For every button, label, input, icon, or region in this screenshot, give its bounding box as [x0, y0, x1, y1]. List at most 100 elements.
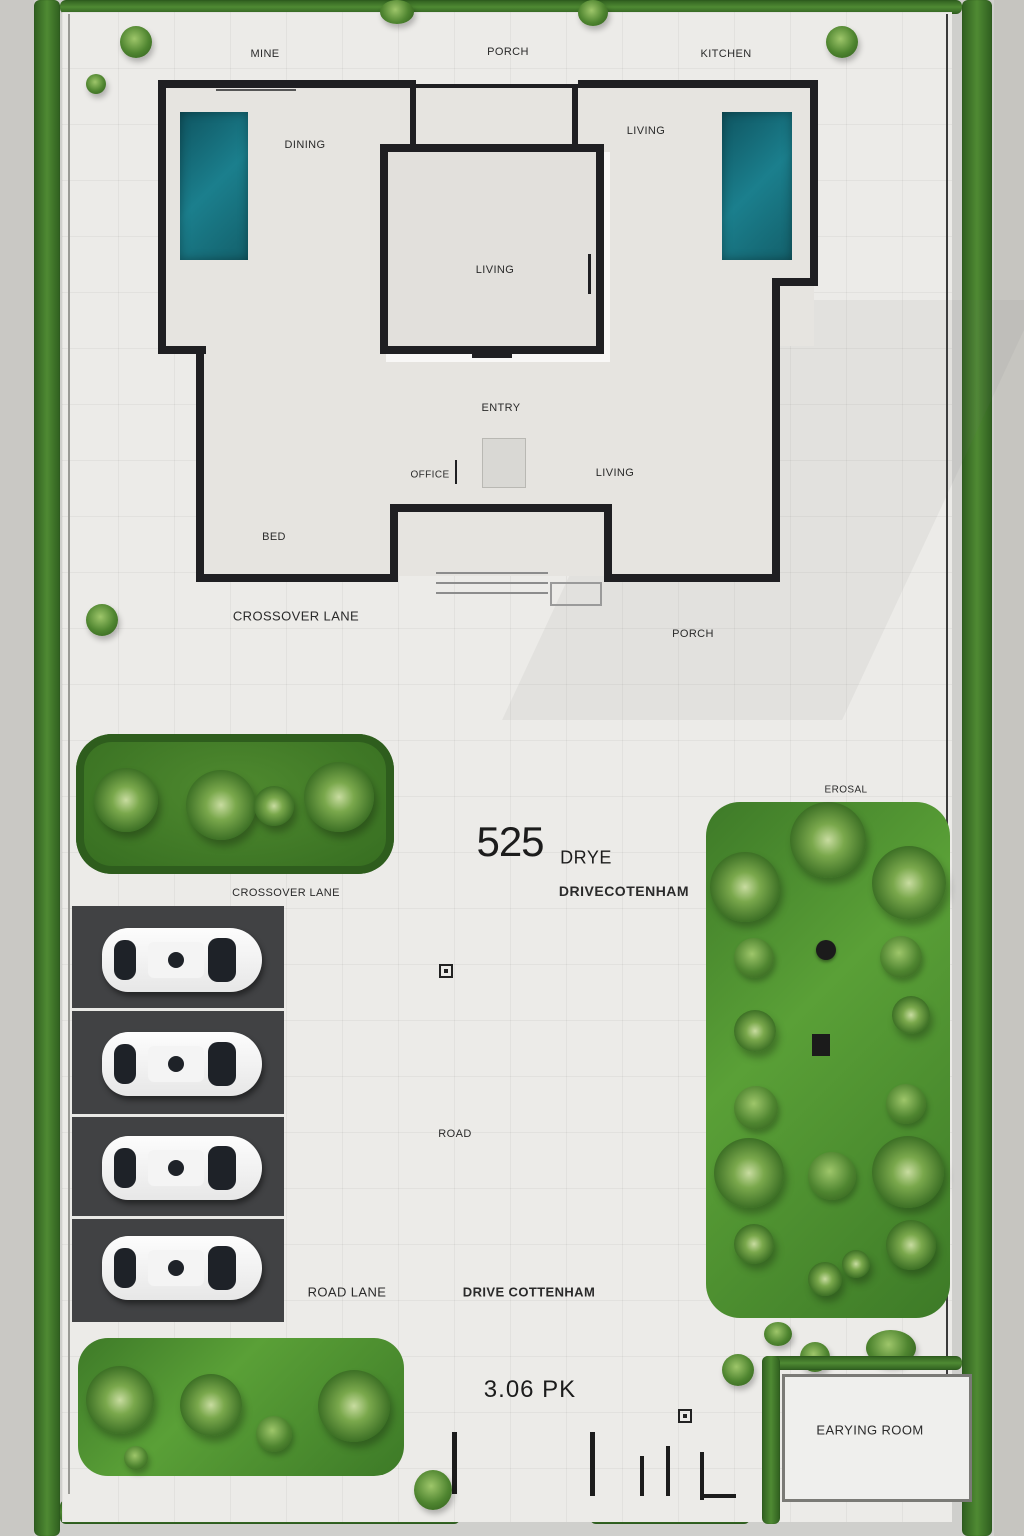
tree [180, 1374, 242, 1436]
hedge-room-top [762, 1356, 962, 1370]
gate-post [700, 1452, 704, 1500]
label-living-core: LIVING [475, 264, 515, 276]
shrub [764, 1322, 792, 1346]
wall [578, 80, 816, 88]
boundary-line-right [946, 14, 948, 1494]
hedge-top [60, 0, 962, 14]
tree [318, 1370, 390, 1442]
entry-step [436, 582, 548, 584]
tree [892, 996, 930, 1034]
wall [572, 84, 578, 146]
shrub [578, 0, 608, 26]
wall [196, 346, 204, 582]
shrub [734, 938, 774, 978]
bay-line [72, 1008, 284, 1011]
tree [872, 846, 946, 920]
tree [734, 1010, 776, 1052]
shrub [86, 604, 118, 636]
tree [304, 762, 374, 832]
shrub [256, 1416, 292, 1452]
shrub [124, 1446, 148, 1470]
street-left [0, 0, 34, 1536]
wall [606, 574, 780, 582]
car-bay-3 [102, 1136, 262, 1200]
earying-room [782, 1374, 972, 1502]
car-bay-4 [102, 1236, 262, 1300]
street-right [994, 0, 1024, 1536]
wall [158, 346, 206, 354]
wall [588, 254, 591, 294]
pool-right [722, 112, 792, 260]
wall [158, 80, 166, 354]
car-bay-2 [102, 1032, 262, 1096]
bay-line [72, 1216, 284, 1219]
shrub [722, 1354, 754, 1386]
hedge-right [962, 0, 992, 1536]
gate-post [452, 1432, 457, 1494]
tree [186, 770, 256, 840]
lamp-post [816, 940, 836, 960]
gate-bar [700, 1494, 736, 1498]
label-drivecotenham: DRIVECOTENHAM [558, 883, 690, 899]
entry-block [482, 438, 526, 488]
shrub [120, 26, 152, 58]
wall [390, 504, 612, 512]
tree [808, 1262, 842, 1296]
utility-box [812, 1034, 830, 1056]
survey-marker [678, 1409, 692, 1423]
label-living-top: LIVING [626, 125, 666, 137]
shrub [86, 74, 106, 94]
label-crossover-lane-top: CROSSOVER LANE [232, 608, 360, 624]
entry-step [436, 572, 548, 574]
label-kitchen: KITCHEN [700, 48, 752, 60]
tree [254, 786, 294, 826]
label-crossover-lane-lower: CROSSOVER LANE [232, 887, 340, 899]
label-mine: MINE [250, 48, 280, 60]
gate-post [640, 1456, 644, 1496]
address-street: DRYE [560, 847, 612, 868]
shrub [414, 1470, 452, 1510]
label-bed: BED [262, 531, 286, 543]
gate-post [590, 1432, 595, 1496]
label-dining: DINING [284, 139, 326, 151]
label-porch-lower: PORCH [672, 628, 714, 640]
wall [158, 80, 416, 88]
wall [604, 504, 612, 582]
wall [416, 84, 582, 88]
shrub [808, 1152, 856, 1200]
label-road: ROAD [438, 1128, 472, 1140]
wall [455, 460, 457, 484]
hedge-room-left [762, 1356, 780, 1524]
boundary-line-left [68, 14, 70, 1494]
gate-post [666, 1446, 670, 1496]
survey-marker [439, 964, 453, 978]
label-office: OFFICE [410, 469, 450, 481]
entry-step [436, 592, 548, 594]
label-living-lower: LIVING [595, 467, 635, 479]
wall [772, 278, 780, 582]
shrub [880, 936, 922, 978]
tree [842, 1250, 870, 1278]
tree [872, 1136, 944, 1208]
label-drive-cottenham: DRIVE COTTENHAM [462, 1284, 596, 1300]
wall [810, 80, 818, 286]
wall [216, 89, 296, 91]
shrub [886, 1084, 926, 1124]
wall [774, 278, 818, 286]
tree [714, 1138, 784, 1208]
tree [734, 1224, 774, 1264]
tree [790, 802, 866, 878]
car-bay-1 [102, 928, 262, 992]
shrub [826, 26, 858, 58]
tree [886, 1220, 936, 1270]
entry-landing [550, 582, 602, 606]
label-earying-room: EARYING ROOM [816, 1422, 924, 1438]
label-road-lane: ROAD LANE [307, 1284, 387, 1300]
tree [710, 852, 780, 922]
shrub [380, 0, 414, 24]
tree [86, 1366, 154, 1434]
pool-left [180, 112, 248, 260]
wall [390, 506, 398, 582]
wall [196, 574, 396, 582]
